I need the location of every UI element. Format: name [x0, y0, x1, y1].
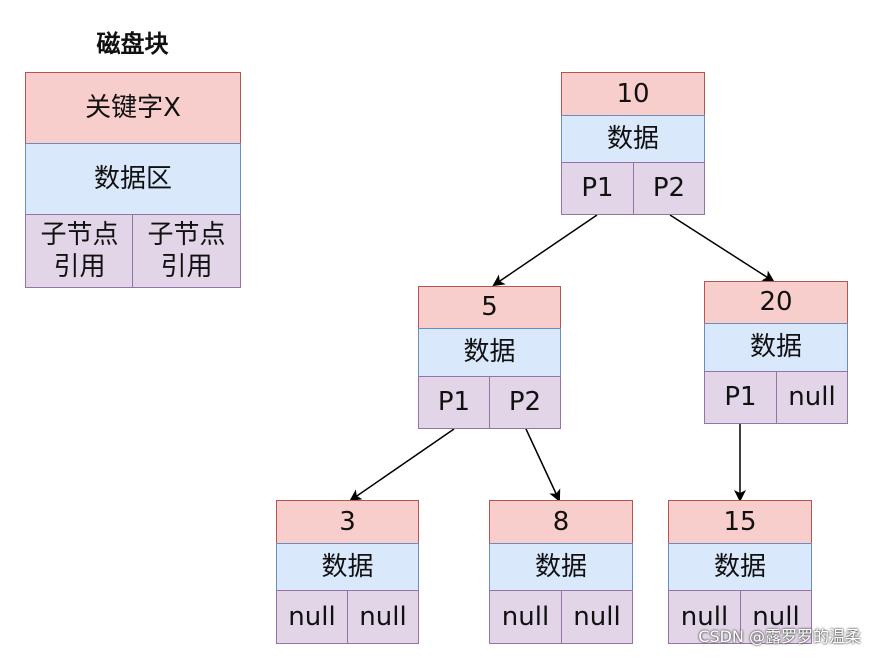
node-20: 20 数据 P1 null: [704, 281, 848, 424]
node-pointer-right: null: [347, 590, 419, 644]
node-key: 20: [704, 281, 848, 324]
node-key: 3: [276, 500, 419, 544]
node-pointer-left: null: [276, 590, 348, 644]
legend-left-pointer-cell: 子节点 引用: [25, 214, 134, 288]
node-key: 10: [561, 72, 705, 116]
legend-data-cell: 数据区: [25, 143, 241, 215]
node-data: 数据: [489, 543, 633, 591]
edge-5-to-8: [525, 428, 561, 502]
legend-key-cell: 关键字X: [25, 72, 241, 144]
node-pointer-right: null: [561, 590, 633, 644]
node-key: 15: [668, 500, 812, 544]
node-data: 数据: [704, 323, 848, 372]
edge-10-to-5: [492, 214, 598, 287]
node-pointer-left: P1: [561, 162, 634, 215]
node-pointer-right: P2: [489, 376, 561, 429]
edge-10-to-20: [669, 214, 775, 283]
node-data: 数据: [561, 115, 705, 163]
node-pointer-left: P1: [704, 371, 777, 424]
node-data: 数据: [668, 543, 812, 591]
node-key: 8: [489, 500, 633, 544]
legend-disk-block: 关键字X 数据区 子节点 引用 子节点 引用: [25, 72, 241, 288]
node-pointer-left: null: [668, 590, 741, 644]
node-3: 3 数据 null null: [276, 500, 419, 644]
node-key: 5: [418, 286, 561, 329]
node-8: 8 数据 null null: [489, 500, 633, 644]
node-10: 10 数据 P1 P2: [561, 72, 705, 215]
node-pointer-right: null: [740, 590, 812, 644]
edge-5-to-3: [349, 428, 455, 502]
node-data: 数据: [276, 543, 419, 591]
node-15: 15 数据 null null: [668, 500, 812, 644]
legend-title: 磁盘块: [96, 30, 169, 58]
legend-right-pointer-cell: 子节点 引用: [132, 214, 241, 288]
node-pointer-left: null: [489, 590, 562, 644]
node-pointer-right: null: [776, 371, 848, 424]
node-5: 5 数据 P1 P2: [418, 286, 561, 429]
node-data: 数据: [418, 328, 561, 377]
node-pointer-right: P2: [633, 162, 705, 215]
node-pointer-left: P1: [418, 376, 490, 429]
watermark: CSDN @露罗罗的温柔: [698, 627, 861, 646]
